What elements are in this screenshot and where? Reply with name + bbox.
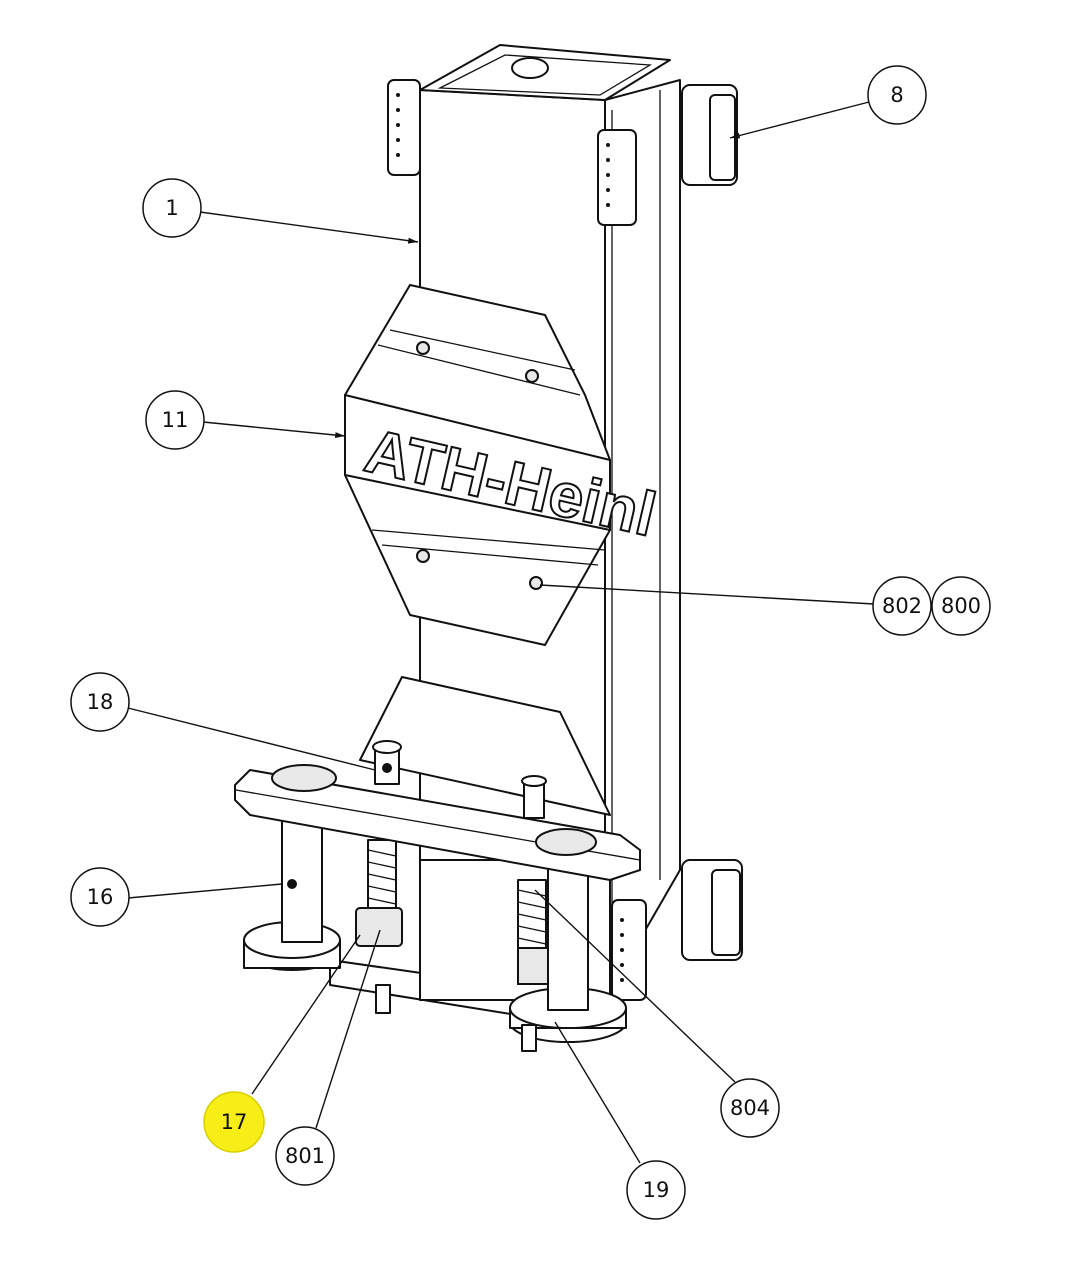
callout-802[interactable]: 802: [872, 576, 932, 636]
callout-16[interactable]: 16: [70, 867, 130, 927]
svg-text:16: 16: [87, 885, 114, 909]
svg-text:1: 1: [165, 196, 178, 220]
logo-plate: ATH-Heinl: [344, 284, 663, 646]
callout-804[interactable]: 804: [720, 1078, 780, 1138]
lower-wedge: [359, 676, 611, 816]
callout-801[interactable]: 801: [275, 1126, 335, 1186]
bracket-holes: [396, 93, 624, 982]
callout-11[interactable]: 11: [145, 390, 205, 450]
svg-text:11: 11: [162, 408, 189, 432]
callout-800[interactable]: 800: [931, 576, 991, 636]
callout-1[interactable]: 1: [142, 178, 202, 238]
callout-17-highlighted[interactable]: 17: [203, 1091, 265, 1153]
svg-text:17: 17: [221, 1110, 248, 1134]
callout-18[interactable]: 18: [70, 672, 130, 732]
svg-text:800: 800: [941, 594, 981, 618]
svg-text:8: 8: [890, 83, 903, 107]
callout-8[interactable]: 8: [867, 65, 927, 125]
svg-text:802: 802: [882, 594, 922, 618]
callout-19[interactable]: 19: [626, 1160, 686, 1220]
svg-text:18: 18: [87, 690, 114, 714]
svg-text:19: 19: [643, 1178, 670, 1202]
leader-lines: [127, 101, 875, 1164]
svg-text:804: 804: [730, 1096, 770, 1120]
svg-text:801: 801: [285, 1144, 325, 1168]
